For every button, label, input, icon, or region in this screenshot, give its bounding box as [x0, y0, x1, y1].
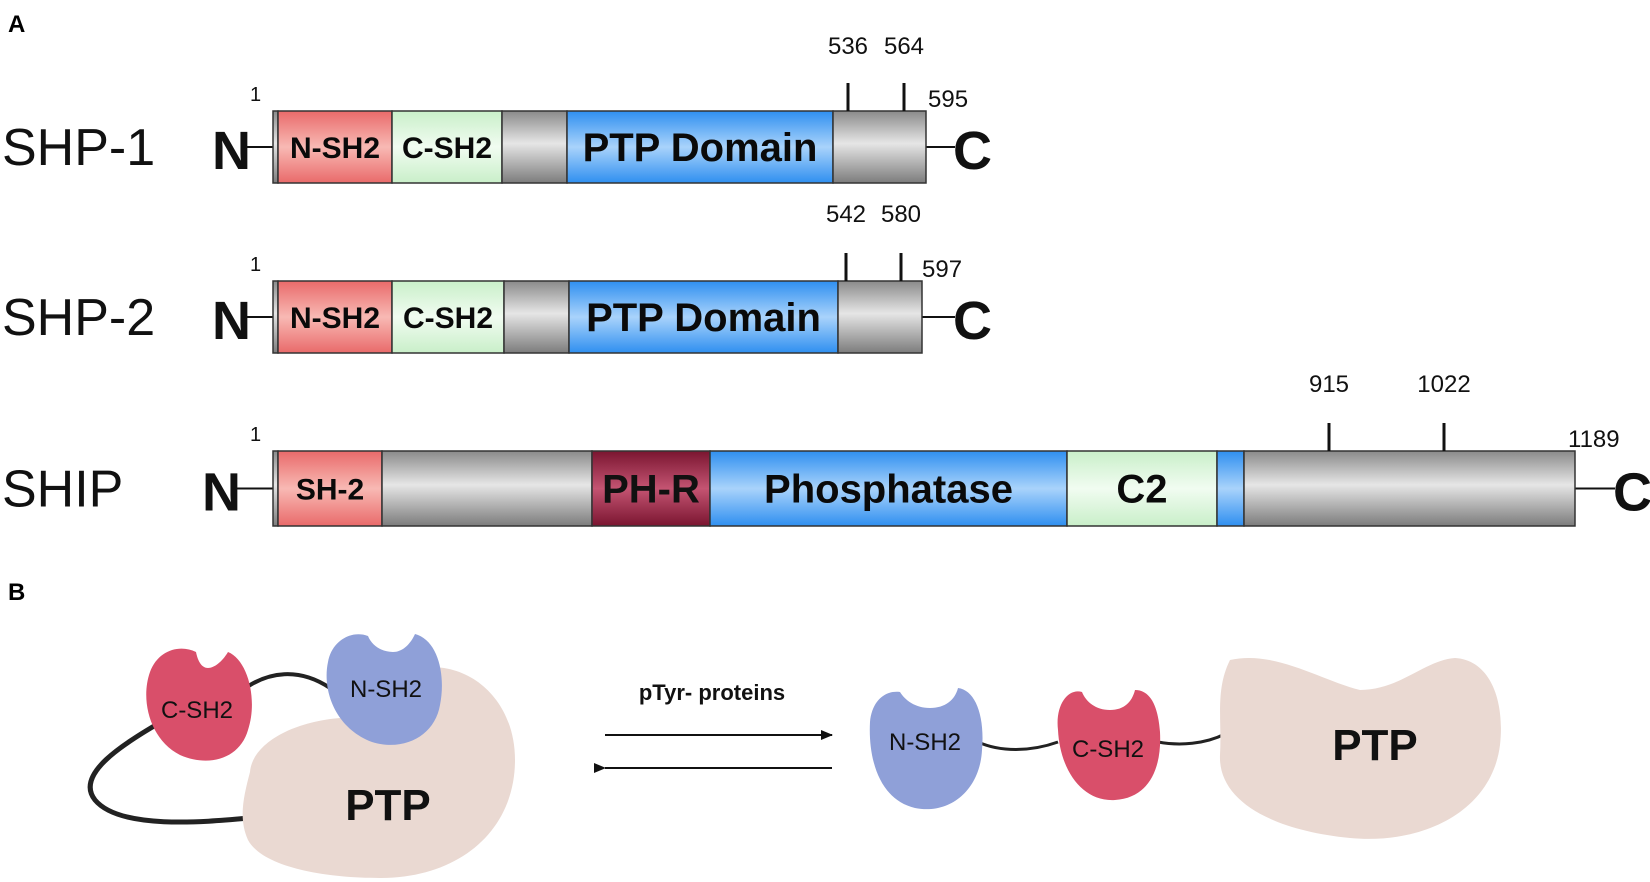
domain-label-c2: C2: [1116, 468, 1167, 512]
domain-label-c-sh2: C-SH2: [403, 302, 493, 335]
linker-c-to-ptp: [1157, 732, 1226, 746]
n-sh2-shape-right: [869, 688, 983, 810]
domain-c-sh2: [391, 110, 503, 184]
linker-c-to-n: [238, 672, 332, 694]
start-residue: 1: [250, 424, 261, 446]
closed-conformation: C-SH2 N-SH2 PTP: [87, 634, 515, 878]
end-residue: 1189: [1568, 426, 1620, 453]
c-sh2-label-right: C-SH2: [1072, 736, 1144, 763]
domain-label-n-sh2: N-SH2: [290, 132, 380, 165]
n-sh2-label-right: N-SH2: [889, 729, 961, 756]
n-sh2-label-left: N-SH2: [350, 676, 422, 703]
panel-label-a: A: [8, 11, 25, 38]
n-sh2-shape-left: [326, 634, 442, 745]
domain-sh-2: [277, 450, 383, 527]
domain-label-ptp-domain: PTP Domain: [583, 126, 818, 170]
n-terminus-label: N: [212, 121, 251, 181]
end-residue: 597: [922, 256, 962, 283]
equilibrium-arrows: pTyr- proteins: [594, 680, 833, 773]
n-terminus-label: N: [212, 291, 251, 351]
c-terminus-label: C: [953, 291, 992, 351]
open-conformation: N-SH2 C-SH2 PTP: [869, 657, 1501, 839]
ptp-shape-right: [1219, 657, 1501, 839]
domain-gray-linker-1: [381, 450, 593, 527]
site-label-915: 915: [1309, 371, 1349, 398]
site-label-1022: 1022: [1417, 371, 1470, 398]
domain-label-ptp-domain: PTP Domain: [586, 296, 821, 340]
domain-n-sh2: [277, 110, 393, 184]
linker-n-to-c: [977, 740, 1059, 751]
site-label-542: 542: [826, 201, 866, 228]
arrow-label: pTyr- proteins: [639, 680, 785, 705]
protein-row-ship: SHIP N C SH-2 PH-R Phosphatase C2 1 1189 915 1022: [2, 371, 1650, 527]
domain-gray-linker-6: [1243, 450, 1576, 527]
end-residue: 595: [928, 86, 968, 113]
start-residue: 1: [250, 84, 261, 106]
domain-label-sh-2: SH-2: [296, 474, 364, 507]
protein-name-shp2: SHP-2: [2, 289, 155, 347]
site-label-564: 564: [884, 33, 924, 60]
panel-label-b: B: [8, 579, 25, 606]
domain-gray-linker-2: [503, 280, 570, 354]
domain-gray-linker-2: [501, 110, 568, 184]
domain-gray-linker-4: [832, 110, 927, 184]
domain-gray-linker-4: [837, 280, 923, 354]
ptp-shape-left: [242, 666, 515, 878]
linker-loop: [87, 715, 251, 825]
domain-n-sh2: [277, 280, 393, 354]
domain-blue-linker-5: [1216, 450, 1245, 527]
protein-row-shp2: SHP-2 N C N-SH2 C-SH2 PTP Domain 1 597 542 580: [2, 201, 992, 354]
site-label-536: 536: [828, 33, 868, 60]
domain-c-sh2: [391, 280, 505, 354]
c-terminus-label: C: [953, 121, 992, 181]
ptp-label-left: PTP: [345, 781, 431, 830]
n-terminus-label: N: [202, 463, 241, 523]
c-sh2-shape-left: [146, 648, 252, 761]
domain-label-ph-r: PH-R: [602, 468, 700, 512]
protein-row-shp1: SHP-1 N C N-SH2 C-SH2 PTP Domain 1 595 536 564: [2, 33, 992, 184]
site-label-580: 580: [881, 201, 921, 228]
domain-ptp-domain: [566, 110, 834, 184]
domain-label-c-sh2: C-SH2: [402, 132, 492, 165]
domain-ph-r: [591, 450, 711, 527]
protein-name-shp1: SHP-1: [2, 119, 155, 177]
domain-phosphatase: [709, 450, 1068, 527]
ptp-label-right: PTP: [1332, 721, 1418, 770]
domain-label-n-sh2: N-SH2: [290, 302, 380, 335]
start-residue: 1: [250, 254, 261, 276]
c-terminus-label: C: [1613, 463, 1650, 523]
protein-name-ship: SHIP: [2, 461, 123, 519]
domain-c2: [1066, 450, 1218, 527]
c-sh2-label-left: C-SH2: [161, 697, 233, 724]
domain-label-phosphatase: Phosphatase: [764, 468, 1013, 512]
domain-ptp-domain: [568, 280, 839, 354]
c-sh2-shape-right: [1057, 690, 1161, 801]
